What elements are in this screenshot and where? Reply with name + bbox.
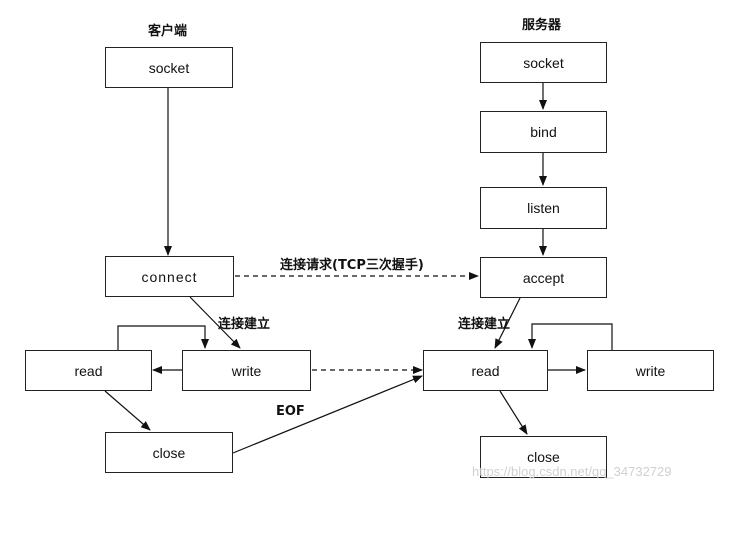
server-accept-box: accept (480, 257, 607, 298)
server-socket-box: socket (480, 42, 607, 83)
edge-eof (232, 375, 423, 454)
eof-label: EOF (276, 404, 305, 419)
server-title: 服务器 (522, 18, 562, 33)
edge-server-read-close (499, 390, 528, 435)
edge-accept-read (494, 297, 521, 349)
client-established-label: 连接建立 (218, 317, 271, 332)
client-connect-box: connect (105, 256, 234, 297)
server-close-box: close (480, 436, 607, 478)
edge-client-read-close (104, 390, 151, 431)
edge-client-loop (117, 325, 209, 350)
edge-server-loop (528, 323, 613, 350)
server-read-box: read (423, 350, 548, 391)
client-read-box: read (25, 350, 152, 391)
edge-connect-write (189, 296, 241, 349)
connection-request-label: 连接请求(TCP三次握手) (280, 258, 424, 273)
watermark: https://blog.csdn.net/qq_34732729 (472, 464, 672, 479)
client-write-box: write (182, 350, 311, 391)
server-established-label: 连接建立 (458, 317, 511, 332)
server-listen-box: listen (480, 187, 607, 229)
server-bind-box: bind (480, 111, 607, 153)
client-title: 客户端 (148, 24, 188, 39)
client-socket-box: socket (105, 47, 233, 88)
client-close-box: close (105, 432, 233, 473)
server-write-box: write (587, 350, 714, 391)
